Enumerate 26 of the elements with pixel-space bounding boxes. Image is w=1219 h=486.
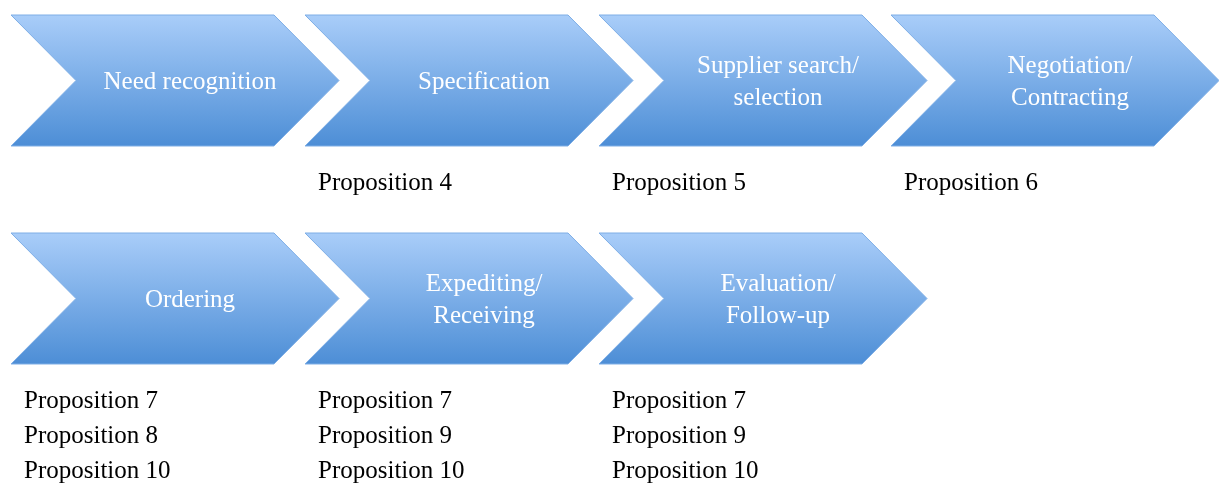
- proposition-text: Proposition 8: [24, 420, 160, 450]
- step-label: Ordering: [144, 283, 236, 314]
- proposition-text: Proposition 9: [318, 420, 454, 450]
- proposition-text: Proposition 7: [612, 385, 748, 415]
- proposition-text: Proposition 10: [24, 455, 171, 485]
- proposition-text: Proposition 10: [318, 455, 465, 485]
- proposition-text: Proposition 6: [904, 167, 1039, 197]
- step-label: Expediting/ Receiving: [424, 267, 544, 330]
- chevron-step: [10, 232, 340, 365]
- chevron-step: [598, 14, 928, 147]
- proposition-text: Proposition 9: [612, 420, 748, 450]
- step-label: Supplier search/ selection: [696, 49, 860, 112]
- proposition-text: Proposition 10: [612, 455, 759, 485]
- step-label: Negotiation/ Contracting: [1006, 49, 1134, 112]
- step-label: Need recognition: [103, 65, 277, 96]
- proposition-text: Proposition 4: [318, 167, 453, 197]
- chevron-step: [598, 232, 928, 365]
- chevron-step: [890, 14, 1219, 147]
- chevron-step: [304, 14, 634, 147]
- proposition-text: Proposition 7: [318, 385, 454, 415]
- proposition-text: Proposition 7: [24, 385, 160, 415]
- step-label: Specification: [418, 65, 550, 96]
- chevron-step: [304, 232, 634, 365]
- chevron-step: [10, 14, 340, 147]
- step-label: Evaluation/ Follow-up: [719, 267, 837, 330]
- proposition-text: Proposition 5: [612, 167, 747, 197]
